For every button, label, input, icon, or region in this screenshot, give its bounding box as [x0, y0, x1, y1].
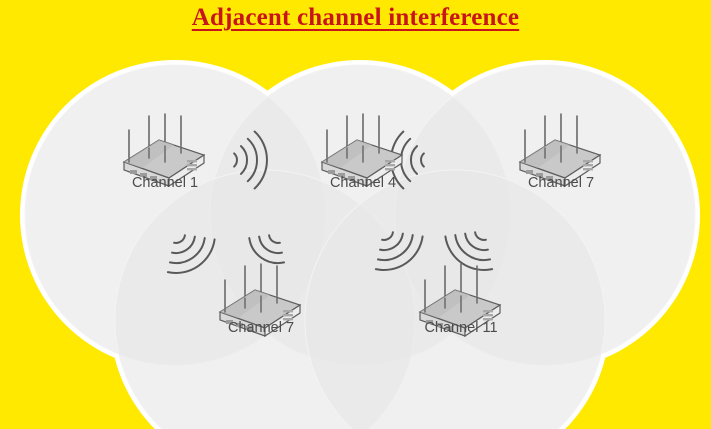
router-channel-7-top — [508, 100, 612, 196]
page-title: Adjacent channel interference — [191, 4, 520, 31]
wave-ch4-down — [351, 205, 442, 292]
wave-ch7t-down — [426, 205, 517, 292]
router-channel-4 — [310, 100, 414, 196]
wave-ch7b-up — [220, 208, 311, 295]
router-channel-1 — [112, 100, 216, 196]
channel-label: Channel 4 — [329, 175, 397, 191]
wave-ch1-down — [143, 208, 234, 295]
channel-label: Channel 7 — [227, 320, 295, 336]
channel-label: Channel 1 — [131, 175, 199, 191]
wave-ch1-to-ch4 — [222, 124, 278, 196]
router-channel-11 — [408, 250, 512, 346]
channel-label: Channel 7 — [527, 175, 595, 191]
channel-label: Channel 11 — [424, 320, 498, 336]
router-channel-7-bottom — [208, 250, 312, 346]
